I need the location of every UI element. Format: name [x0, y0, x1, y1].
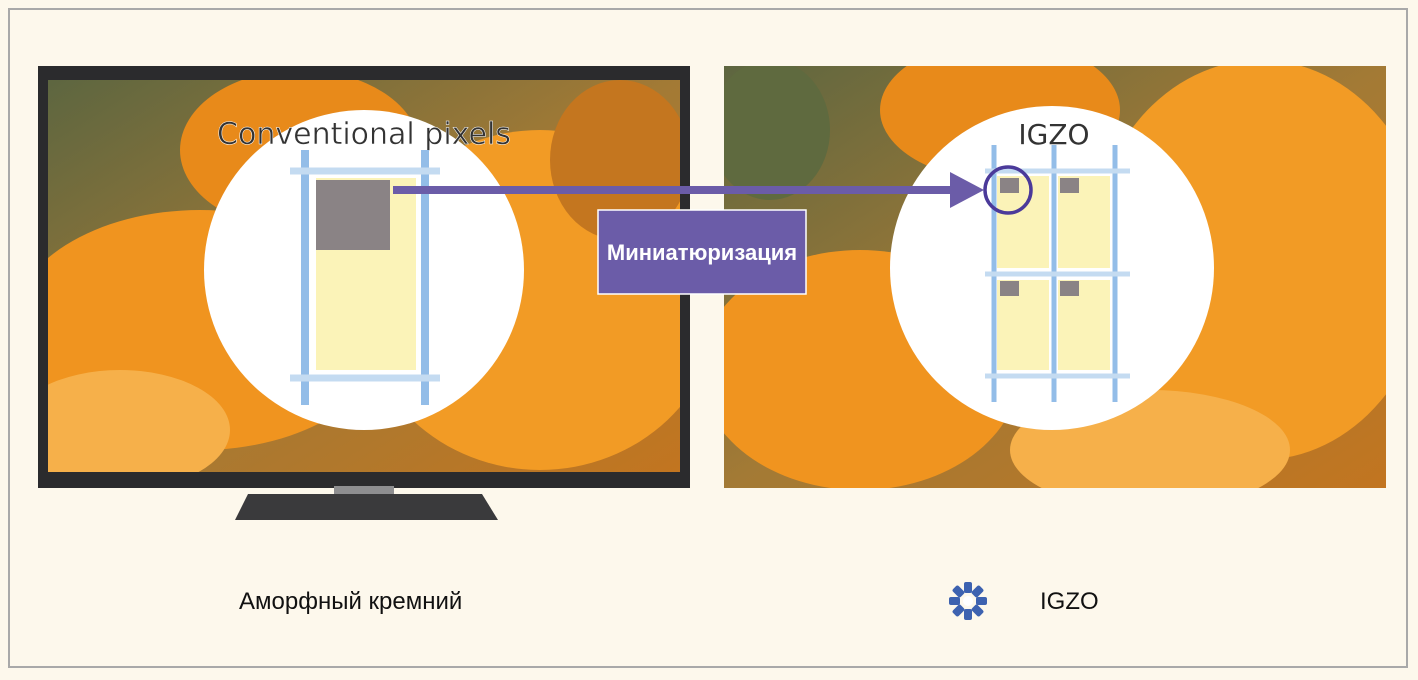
figure-border — [8, 8, 1408, 668]
igzo-logo-icon — [949, 582, 987, 620]
conventional-pixels-title: Conventional pixels — [217, 117, 511, 152]
transistor-large — [316, 180, 390, 250]
igzo-pixel-magnifier: IGZO — [890, 106, 1214, 430]
arrow-label: Миниатюризация — [607, 240, 797, 265]
tv-stand-base — [235, 494, 498, 520]
caption-amorphous-silicon: Аморфный кремний — [239, 588, 463, 615]
conventional-pixel-magnifier: Conventional pixels — [204, 110, 524, 430]
caption-igzo: IGZO — [1040, 588, 1099, 615]
miniaturization-arrow: Миниатюризация — [393, 172, 984, 295]
highlight-ring — [983, 165, 1033, 215]
